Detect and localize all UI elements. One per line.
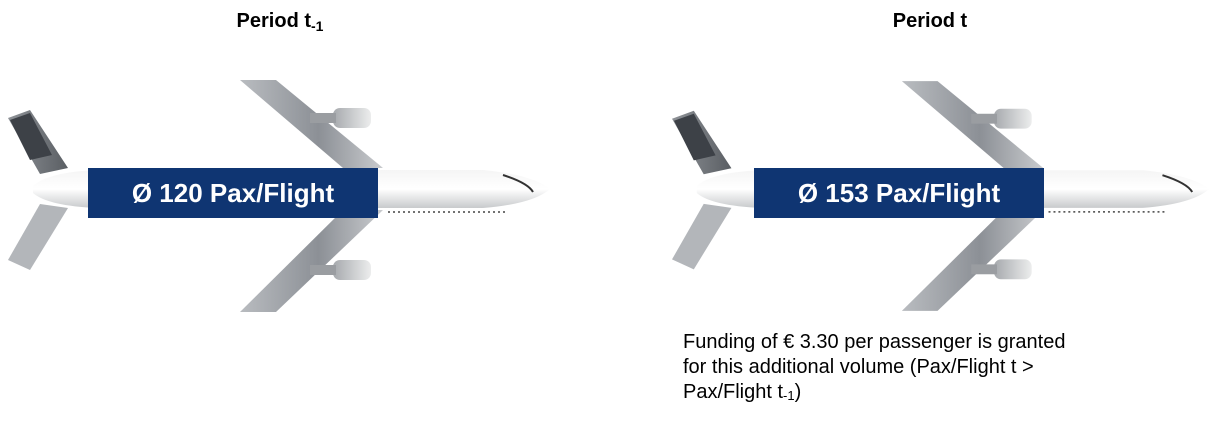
pax-per-flight-label-current: Ø 153 Pax/Flight (754, 168, 1044, 218)
period-title-previous: Period t-1 (200, 10, 360, 34)
funding-note-line: Funding of € 3.30 per passenger is grant… (683, 330, 1208, 355)
period-title-subscript: -1 (311, 18, 323, 34)
funding-note-line: for this additional volume (Pax/Flight t… (683, 355, 1208, 380)
period-title-main: Period t (237, 10, 311, 32)
period-title-current: Period t (855, 10, 1005, 34)
funding-note: Funding of € 3.30 per passenger is grant… (683, 330, 1208, 408)
funding-note-text: Pax/Flight t (683, 381, 783, 403)
funding-note-subscript: -1 (783, 388, 795, 403)
funding-note-line: Pax/Flight t-1) (683, 380, 1208, 408)
pax-per-flight-label-previous: Ø 120 Pax/Flight (88, 168, 378, 218)
period-title-main: Period t (893, 10, 967, 32)
funding-note-text: ) (795, 381, 802, 403)
